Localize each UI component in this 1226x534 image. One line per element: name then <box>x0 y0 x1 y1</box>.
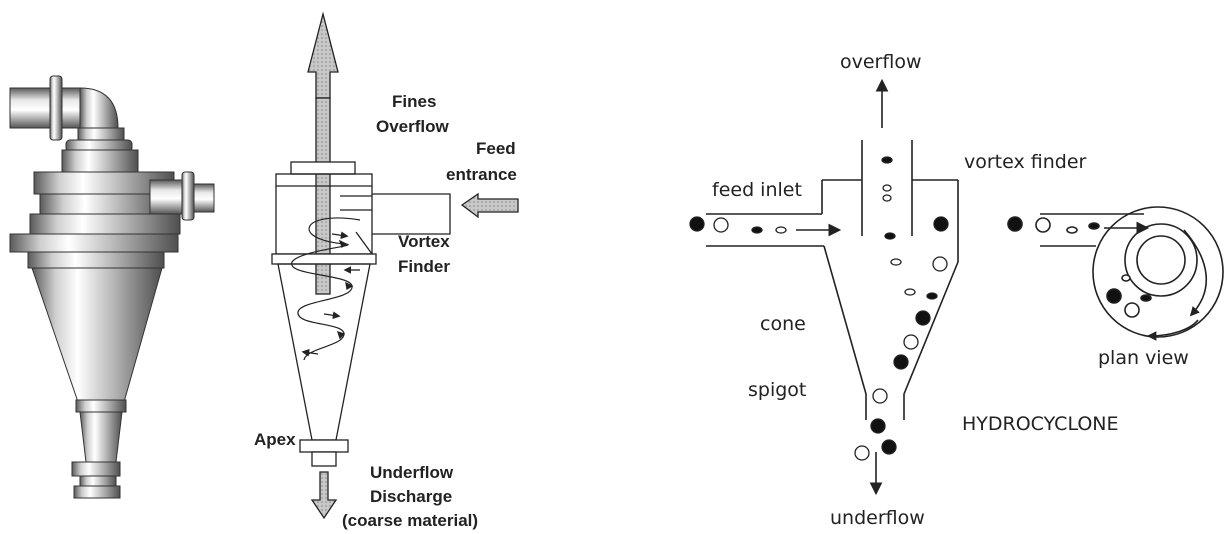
label-overflow-right: overflow <box>840 51 922 73</box>
label-vortex: Vortex <box>398 232 450 251</box>
label-feed: Feed <box>476 139 516 158</box>
label-discharge: Discharge <box>370 487 452 506</box>
label-entrance: entrance <box>446 165 517 184</box>
feed-arrow <box>460 192 519 219</box>
label-vortex-finder: vortex finder <box>964 151 1087 173</box>
label-spigot: spigot <box>748 379 806 401</box>
hydrocyclone-sketch <box>706 78 959 496</box>
label-plan-view: plan view <box>1098 347 1189 369</box>
label-overflow: Overflow <box>376 117 450 136</box>
label-underflow: Underflow <box>370 463 454 482</box>
particle-large-dark <box>689 216 705 232</box>
hydrocyclone-schematic <box>271 11 519 520</box>
overflow-arrow <box>307 11 339 99</box>
label-finder: Finder <box>398 257 450 276</box>
label-cone: cone <box>760 313 806 335</box>
sketch-labels: overflow vortex finder feed inlet cone s… <box>712 51 1189 529</box>
plan-view-diagram <box>1007 206 1224 341</box>
label-fines: Fines <box>392 92 436 111</box>
label-coarse-material: (coarse material) <box>342 511 478 530</box>
label-apex: Apex <box>254 430 296 449</box>
label-feed-inlet: feed inlet <box>712 179 802 201</box>
label-underflow-right: underflow <box>830 507 925 529</box>
underflow-arrow <box>310 471 338 520</box>
hydrocyclone-3d-illustration <box>9 75 215 499</box>
vortex-finder-tube <box>315 97 331 295</box>
schematic-labels: Fines Overflow Feed entrance Vortex Find… <box>254 92 517 530</box>
spiral-flow <box>291 217 361 361</box>
particles <box>689 156 949 461</box>
label-hydrocyclone-title: HYDROCYCLONE <box>962 413 1119 435</box>
